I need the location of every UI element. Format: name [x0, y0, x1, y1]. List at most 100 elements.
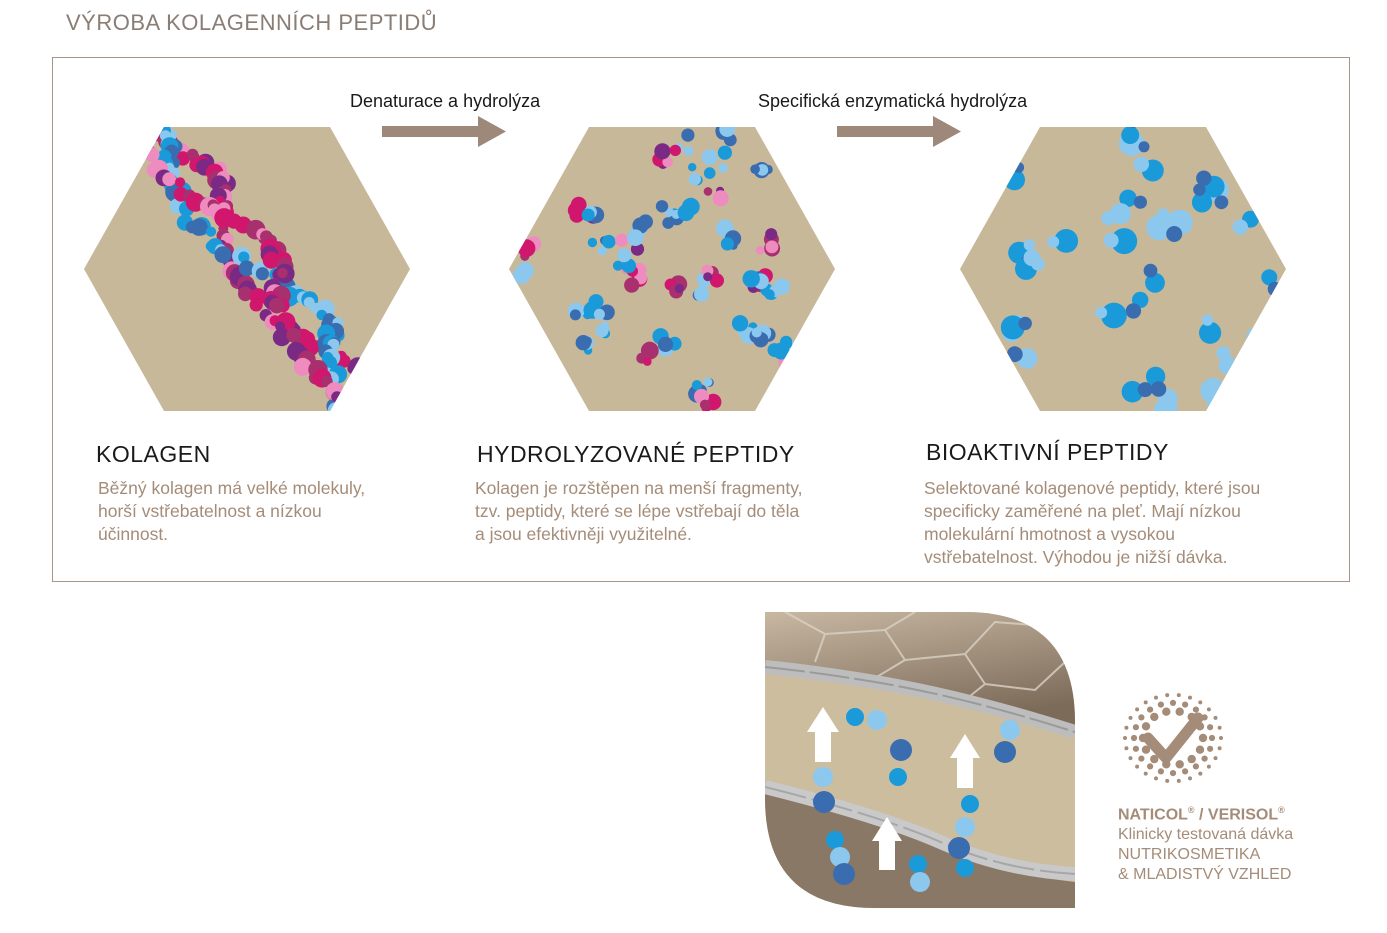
fragment-molecule	[756, 164, 769, 176]
peptide-molecule	[1125, 303, 1142, 319]
fragment-molecule	[525, 196, 540, 212]
skin-absorption-illustration	[765, 612, 1075, 908]
peptide-molecule	[1156, 208, 1171, 222]
fragment-molecule	[587, 237, 598, 248]
peptide-molecule	[1101, 302, 1127, 329]
fragment-molecule	[719, 127, 736, 137]
fragment-molecule	[755, 245, 765, 255]
fragment-molecule	[742, 270, 760, 288]
peptide-molecule	[994, 741, 1016, 763]
helix-molecule	[366, 370, 378, 382]
peptide-molecule	[1150, 381, 1167, 397]
stage-title-collagen: KOLAGEN	[96, 441, 211, 467]
fragment-molecule	[615, 233, 629, 247]
badge-dot	[1132, 724, 1139, 731]
process-frame	[52, 57, 1350, 582]
fragment-molecule	[669, 144, 681, 157]
arrow-right-icon	[837, 116, 961, 147]
badge-dot	[1188, 695, 1192, 700]
helix-molecule	[277, 267, 288, 279]
badge-dot	[1201, 755, 1208, 762]
peptide-molecule	[1023, 249, 1041, 267]
arrow-up-icon	[807, 707, 980, 870]
peptide-molecule	[1253, 327, 1270, 344]
fragment-molecule	[720, 237, 734, 251]
fragment-molecule	[617, 248, 632, 263]
peptide-molecule	[1247, 343, 1258, 355]
fragment-molecule	[694, 286, 710, 302]
peptide-molecule	[1101, 211, 1116, 226]
peptide-molecule	[975, 169, 1001, 196]
fragment-molecule	[808, 313, 825, 330]
helix-molecule	[331, 391, 343, 403]
fragment-molecule	[717, 145, 732, 160]
fragment-molecule	[677, 204, 695, 222]
fragment-molecule	[575, 335, 591, 351]
badge-dot	[1132, 745, 1139, 752]
badge-dot	[1188, 776, 1192, 781]
fragment-molecule	[784, 340, 793, 349]
badge-dot	[1169, 699, 1177, 706]
helix-molecule	[343, 396, 357, 410]
badge-dot	[1150, 754, 1159, 764]
helix-molecule	[205, 226, 217, 237]
peptide-molecule	[1201, 314, 1214, 326]
fragment-molecule	[765, 228, 778, 241]
helix-molecule	[128, 136, 144, 152]
badge-dot	[1206, 764, 1211, 769]
helix-molecule	[293, 357, 312, 376]
badge-dot	[1130, 734, 1138, 742]
badge-dot	[1176, 693, 1181, 698]
page-title: VÝROBA KOLAGENNÍCH PEPTIDŮ	[66, 10, 438, 35]
helix-molecule	[370, 407, 391, 411]
helix-molecule	[378, 390, 394, 406]
helix-molecule	[365, 410, 386, 411]
brand-block: NATICOL® / VERISOL® Klinicky testovaná d…	[1118, 800, 1293, 885]
fragment-molecule	[662, 217, 675, 229]
helix-molecule	[377, 376, 390, 389]
peptide-molecule	[1004, 169, 1025, 191]
helix-molecule	[118, 127, 137, 130]
fragment-molecule	[787, 364, 804, 381]
peptide-molecule	[1156, 396, 1178, 411]
peptide-molecule	[1145, 272, 1165, 293]
brand-claim: & MLADISTVÝ VZHLED	[1118, 866, 1292, 884]
fragment-molecule	[540, 150, 553, 163]
peptide-molecule	[975, 187, 986, 199]
stage-description-bioactive: Selektované kolagenové peptidy, které js…	[924, 478, 1261, 567]
badge-dot	[1217, 746, 1222, 751]
fragment-molecule	[688, 163, 697, 172]
collagen-hexagon	[84, 127, 410, 411]
peptide-molecule	[1054, 229, 1079, 253]
peptide-molecule	[867, 710, 887, 730]
stage-title-bioactive: BIOAKTIVNÍ PEPTIDY	[926, 439, 1169, 465]
fragment-molecule	[526, 132, 545, 150]
badge-dot	[1123, 736, 1127, 740]
peptide-molecule	[1246, 327, 1266, 347]
peptide-molecule	[846, 708, 864, 726]
step-label-enzymatic: Specifická enzymatická hydrolýza	[758, 91, 1028, 111]
fragment-molecule	[654, 143, 671, 160]
peptide-molecule	[1145, 366, 1166, 387]
fragment-molecule	[593, 308, 605, 320]
helix-molecule	[262, 251, 280, 269]
badge-dot	[1207, 724, 1214, 731]
peptide-molecule	[1166, 226, 1183, 242]
peptide-molecule	[1119, 189, 1137, 207]
peptide-molecule	[1196, 170, 1212, 186]
fragment-molecule	[643, 357, 652, 366]
fragment-molecule	[792, 366, 803, 377]
peptide-molecule	[910, 872, 930, 892]
peptide-molecule	[909, 855, 927, 873]
peptide-molecule	[1111, 228, 1138, 255]
helix-molecule	[363, 374, 381, 393]
peptide-molecule	[956, 859, 974, 877]
badge-dot	[1124, 725, 1129, 730]
helix-molecule	[336, 405, 349, 411]
peptide-molecule	[1143, 263, 1158, 278]
fragment-molecule	[602, 234, 616, 249]
helix-molecule	[124, 127, 136, 137]
peptide-molecule	[1018, 316, 1032, 331]
fragment-molecule	[597, 246, 607, 256]
fragment-molecule	[540, 142, 550, 152]
